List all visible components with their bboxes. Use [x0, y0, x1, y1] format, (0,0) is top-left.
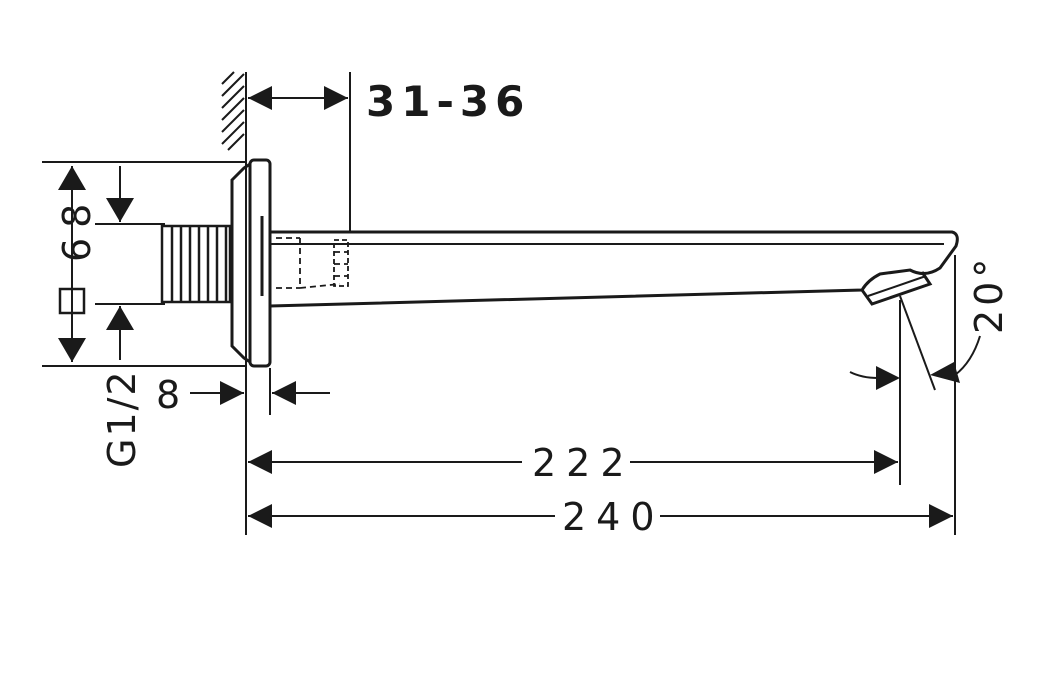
- angle-label: 20°: [967, 255, 1011, 334]
- wall-range-label: 31-36: [366, 77, 530, 126]
- rosette-dimension: 68: [55, 166, 99, 362]
- wall-hatch: [221, 71, 247, 151]
- total-length-dimension: 240: [248, 495, 953, 539]
- thread-dimension: G1/2: [100, 166, 144, 468]
- rosette-label: 68: [55, 194, 99, 262]
- thread-body: [160, 224, 232, 304]
- depth-label: 8: [156, 373, 190, 417]
- thread-label: G1/2: [100, 369, 144, 468]
- spout-body: [269, 230, 959, 308]
- outlet-dimension: 222: [248, 441, 898, 485]
- internal-fitting: [276, 237, 349, 289]
- extension-lines: [42, 72, 956, 535]
- angle-dimension: 20°: [849, 255, 1011, 391]
- total-length-label: 240: [562, 495, 665, 539]
- square-symbol-icon: [58, 287, 86, 315]
- outlet-label: 222: [532, 441, 635, 485]
- rosette: [230, 158, 272, 368]
- wall-range-dimension: 31-36: [248, 77, 530, 126]
- depth-dimension: 8: [156, 373, 330, 417]
